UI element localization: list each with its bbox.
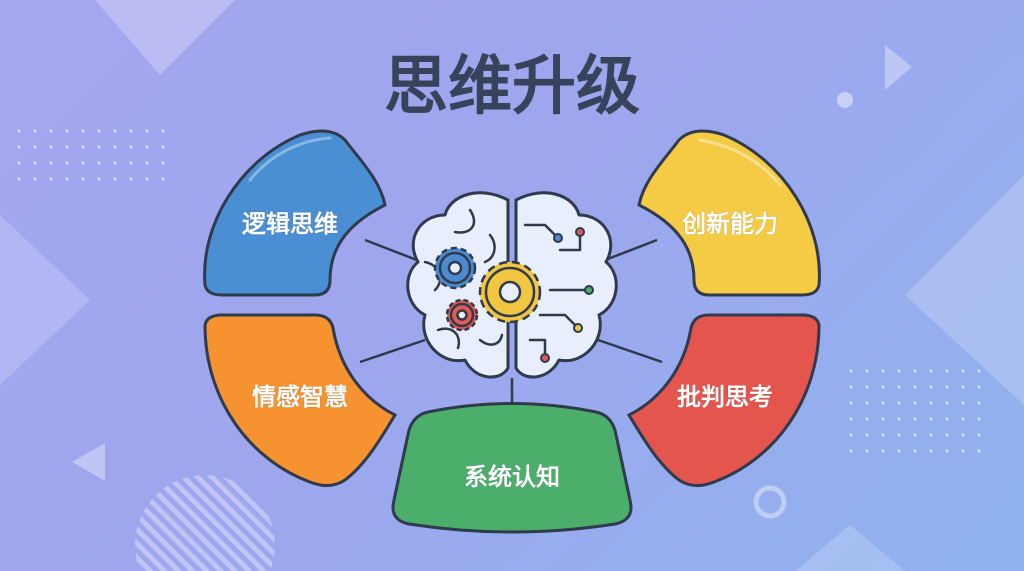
gear-icon-blue <box>433 246 477 290</box>
segment-emotional-label: 情感智慧 <box>252 383 348 411</box>
segment-emotional-wisdom[interactable]: 情感智慧 <box>203 313 398 487</box>
segment-logic-label: 逻辑思维 <box>242 210 338 238</box>
segment-creative-label: 创新能力 <box>681 210 778 238</box>
segment-systems-label: 系统认知 <box>464 463 560 491</box>
gear-icon-red <box>445 298 479 332</box>
segment-critical-thinking[interactable]: 批判思考 <box>626 313 821 487</box>
gear-icon-yellow <box>478 260 542 324</box>
segment-critical-label: 批判思考 <box>677 383 773 411</box>
page-title: 思维升级 <box>384 50 640 124</box>
segment-systems-cognition[interactable]: 系统认知 <box>391 402 633 534</box>
segment-logic-thinking[interactable]: 逻辑思维 <box>203 129 387 297</box>
segment-creative-ability[interactable]: 创新能力 <box>637 129 821 297</box>
